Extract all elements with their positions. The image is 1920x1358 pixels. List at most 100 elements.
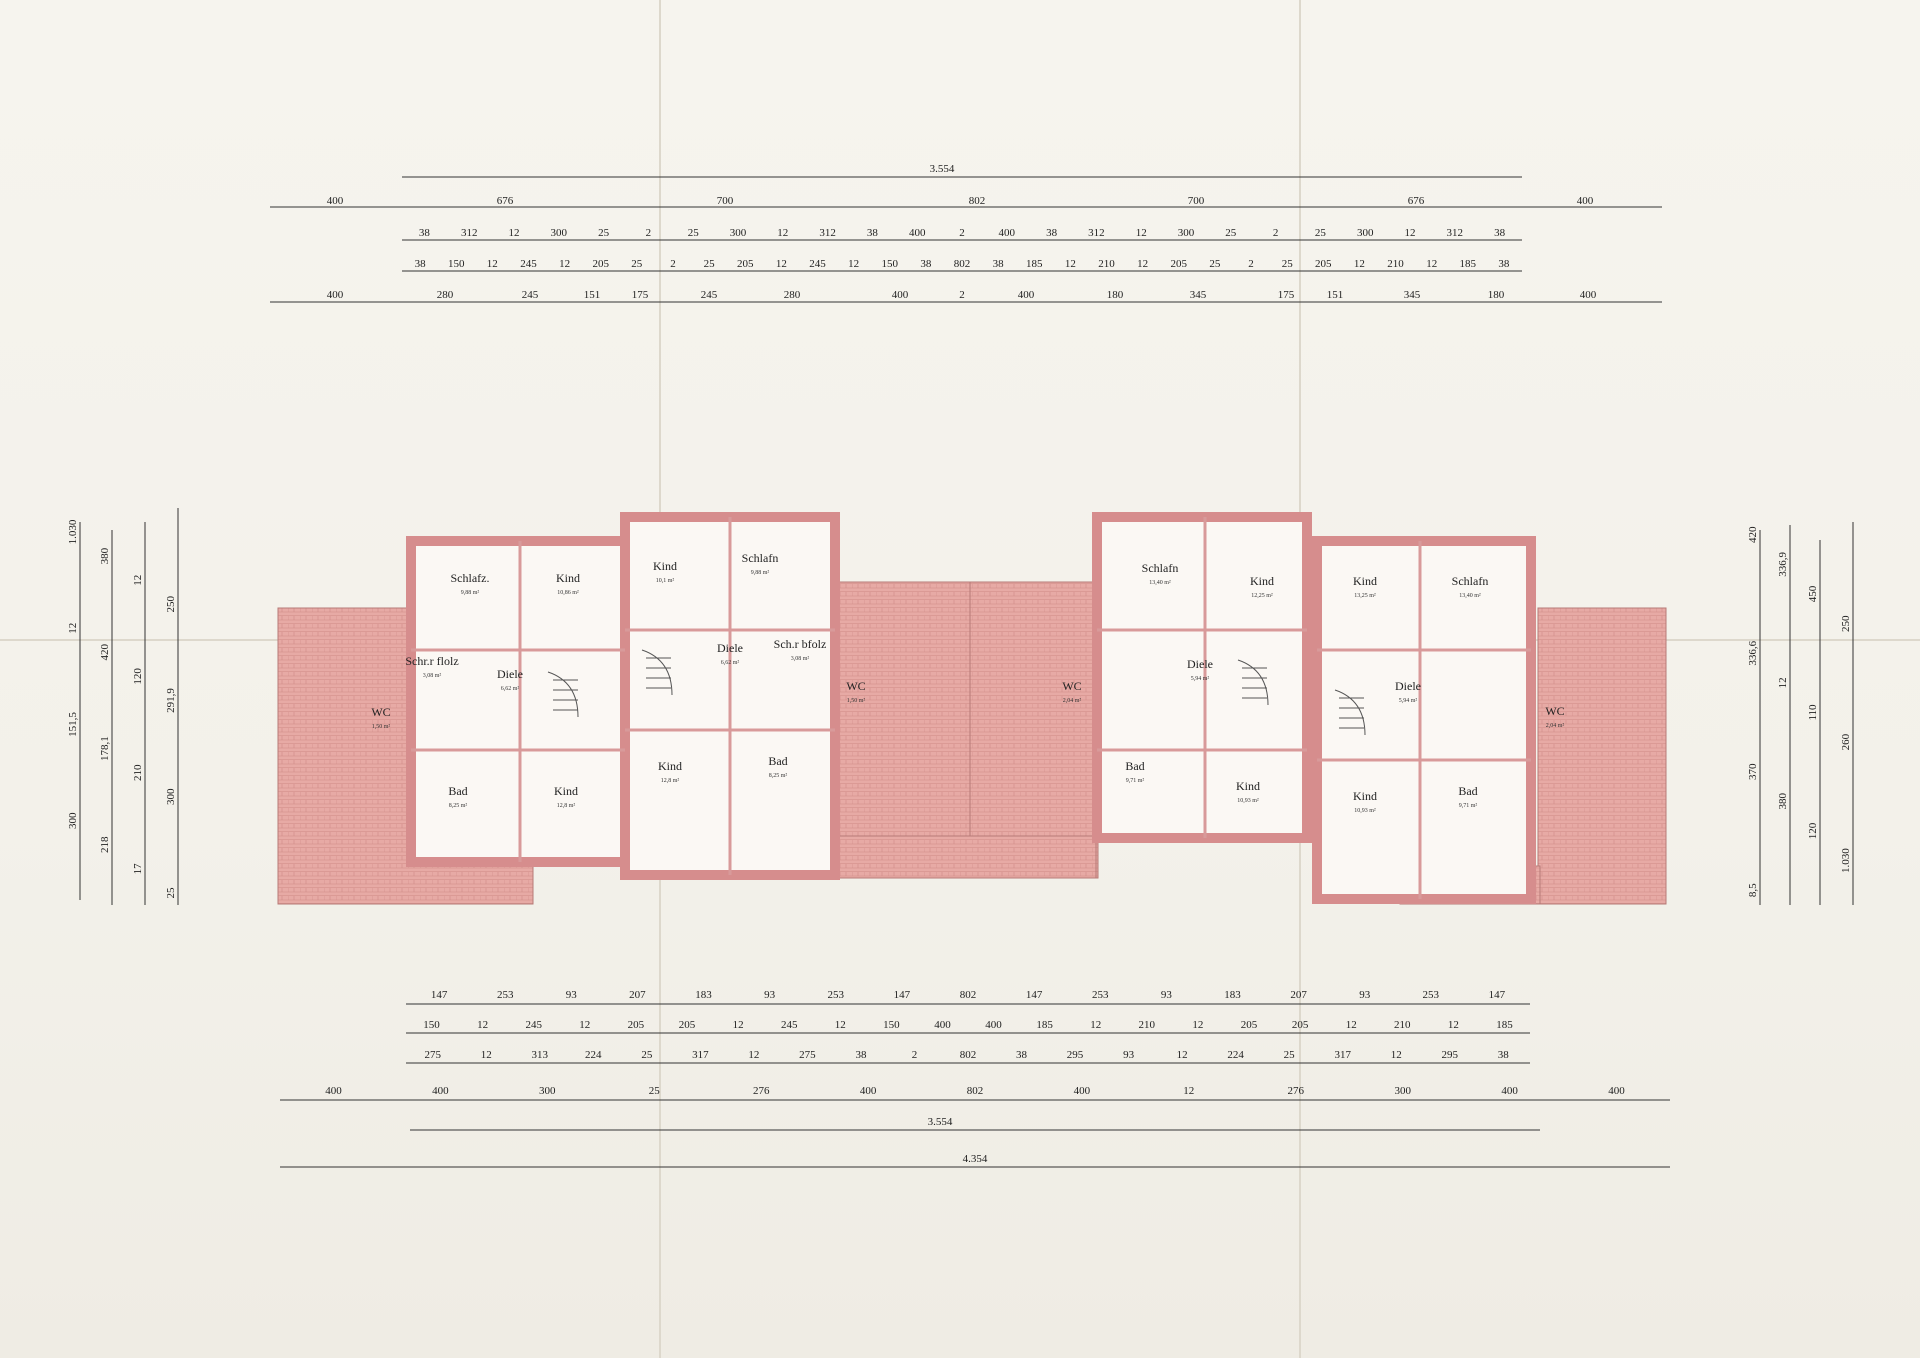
- bottom-row2-dimension: 210: [1394, 1019, 1411, 1031]
- left-dimension: 420: [99, 644, 111, 661]
- bottom-row2-dimension: 12: [1448, 1019, 1459, 1031]
- bottom-row3-dimension: 25: [641, 1049, 653, 1061]
- room-area: 12,25 m²: [1251, 593, 1273, 599]
- bottom-row2-dimension: 12: [1192, 1019, 1203, 1031]
- left-dimension: 291,9: [165, 688, 177, 713]
- svg-text:151: 151: [584, 289, 601, 301]
- svg-text:400: 400: [327, 289, 344, 301]
- unit-3-walls: [1092, 512, 1312, 843]
- bottom-row3-dimension: 275: [425, 1049, 442, 1061]
- room-name: Kind: [658, 759, 682, 773]
- bottom-row4-dimension: 276: [753, 1085, 770, 1097]
- left-dimension: 151,5: [67, 712, 79, 737]
- room-name: Kind: [1236, 779, 1260, 793]
- top-row3-dimension: 802: [954, 258, 971, 270]
- house-units: [406, 512, 1536, 904]
- bottom-row3-dimension: 802: [960, 1049, 977, 1061]
- room-area: 2,04 m²: [1546, 723, 1565, 729]
- room-area: 9,71 m²: [1126, 778, 1145, 784]
- top-dimension-labels: 3.554 400 676 700 802 700 676 400 400 28…: [327, 163, 1597, 301]
- room-name: Kind: [1353, 789, 1377, 803]
- left-dimension: 300: [67, 812, 79, 829]
- bottom-row3-dimension: 295: [1067, 1049, 1084, 1061]
- room-area: 2,04 m²: [1063, 698, 1082, 704]
- top-row2-dimension: 2: [1273, 227, 1279, 239]
- bottom-row4-dimension: 300: [1394, 1085, 1411, 1097]
- left-dimension: 12: [67, 623, 79, 634]
- top-row3-dimension: 12: [776, 258, 787, 270]
- roof-center-2: [969, 581, 1097, 879]
- top-row3-dimension: 25: [1282, 258, 1294, 270]
- bottom-row1-dimension: 183: [695, 989, 712, 1001]
- top-row2-dimension: 12: [777, 227, 788, 239]
- room-area: 12,8 m²: [557, 803, 576, 809]
- bottom-row1-dimension: 147: [1026, 989, 1043, 1001]
- bottom-row3-dimension: 317: [692, 1049, 709, 1061]
- bottom-row3-dimension: 317: [1334, 1049, 1351, 1061]
- unit-4-walls: [1312, 536, 1536, 904]
- room-name: Schr.r flolz: [405, 654, 458, 668]
- bottom-row2-dimension: 205: [1241, 1019, 1258, 1031]
- room-area: 8,25 m²: [449, 803, 468, 809]
- bottom-row2-dimension: 210: [1139, 1019, 1156, 1031]
- room-name: Schlafn: [1452, 574, 1489, 588]
- bottom-row1-dimension: 207: [629, 989, 646, 1001]
- bottom-row1-dimension: 207: [1290, 989, 1307, 1001]
- bottom-row2-dimension: 400: [985, 1019, 1002, 1031]
- bottom-row4-dimension: 12: [1183, 1085, 1194, 1097]
- top-row3-dimension: 245: [809, 258, 826, 270]
- right-dimension: 420: [1747, 526, 1759, 543]
- left-dimension-labels: 1.0303801225012420120291,9151,5178,12103…: [67, 519, 177, 898]
- svg-text:180: 180: [1488, 289, 1505, 301]
- svg-text:700: 700: [1188, 195, 1205, 207]
- svg-text:280: 280: [437, 289, 454, 301]
- right-dimension: 1.030: [1840, 848, 1852, 873]
- interior-walls: [411, 517, 1531, 899]
- bottom-row1-dimension: 253: [828, 989, 845, 1001]
- right-dimension: 12: [1777, 677, 1789, 688]
- bottom-row3-dimension: 93: [1123, 1049, 1135, 1061]
- bottom-row2-dimension: 245: [781, 1019, 798, 1031]
- top-row2-dimension: 12: [1405, 227, 1416, 239]
- svg-text:345: 345: [1404, 289, 1421, 301]
- room-area: 5,94 m²: [1191, 676, 1210, 682]
- bottom-row1-dimension: 253: [1092, 989, 1109, 1001]
- bottom-row3-dimension: 224: [1227, 1049, 1244, 1061]
- bottom-row2-dimension: 150: [423, 1019, 440, 1031]
- bottom-row3-dimension: 224: [585, 1049, 602, 1061]
- room-area: 9,71 m²: [1459, 803, 1478, 809]
- top-row2-dimension: 2: [959, 227, 965, 239]
- top-overall: 3.554: [930, 163, 955, 175]
- room-name: WC: [1062, 679, 1081, 693]
- top-row2-dimension: 312: [1088, 227, 1105, 239]
- bottom-row2-dimension: 12: [835, 1019, 846, 1031]
- top-row3-dimension: 150: [448, 258, 465, 270]
- left-dimension: 210: [132, 764, 144, 781]
- svg-text:400: 400: [892, 289, 909, 301]
- svg-text:676: 676: [497, 195, 514, 207]
- svg-text:700: 700: [717, 195, 734, 207]
- room-name: WC: [371, 705, 390, 719]
- room-name: Bad: [768, 754, 787, 768]
- top-row3-dimension: 25: [1209, 258, 1221, 270]
- room-area: 6,62 m²: [501, 686, 520, 692]
- bottom-row2-dimension: 150: [883, 1019, 900, 1031]
- svg-text:245: 245: [522, 289, 539, 301]
- top-row3-dimension: 245: [520, 258, 537, 270]
- bottom-row2-dimension: 205: [1292, 1019, 1309, 1031]
- room-area: 3,08 m²: [791, 656, 810, 662]
- bottom-row3-dimension: 12: [481, 1049, 492, 1061]
- bottom-row3-dimension: 12: [1391, 1049, 1402, 1061]
- bottom-row4-dimension: 25: [649, 1085, 661, 1097]
- right-dimension: 260: [1840, 733, 1852, 750]
- room-name: Kind: [1353, 574, 1377, 588]
- room-name: Diele: [497, 667, 523, 681]
- room-area: 12,8 m²: [661, 778, 680, 784]
- bottom-row4-dimension: 400: [325, 1085, 342, 1097]
- bottom-overall-labels: 3.554 4.354: [928, 1116, 988, 1165]
- room-area: 13,25 m²: [1354, 593, 1376, 599]
- room-area: 10,86 m²: [557, 590, 579, 596]
- bottom-row2-dimension: 400: [934, 1019, 951, 1031]
